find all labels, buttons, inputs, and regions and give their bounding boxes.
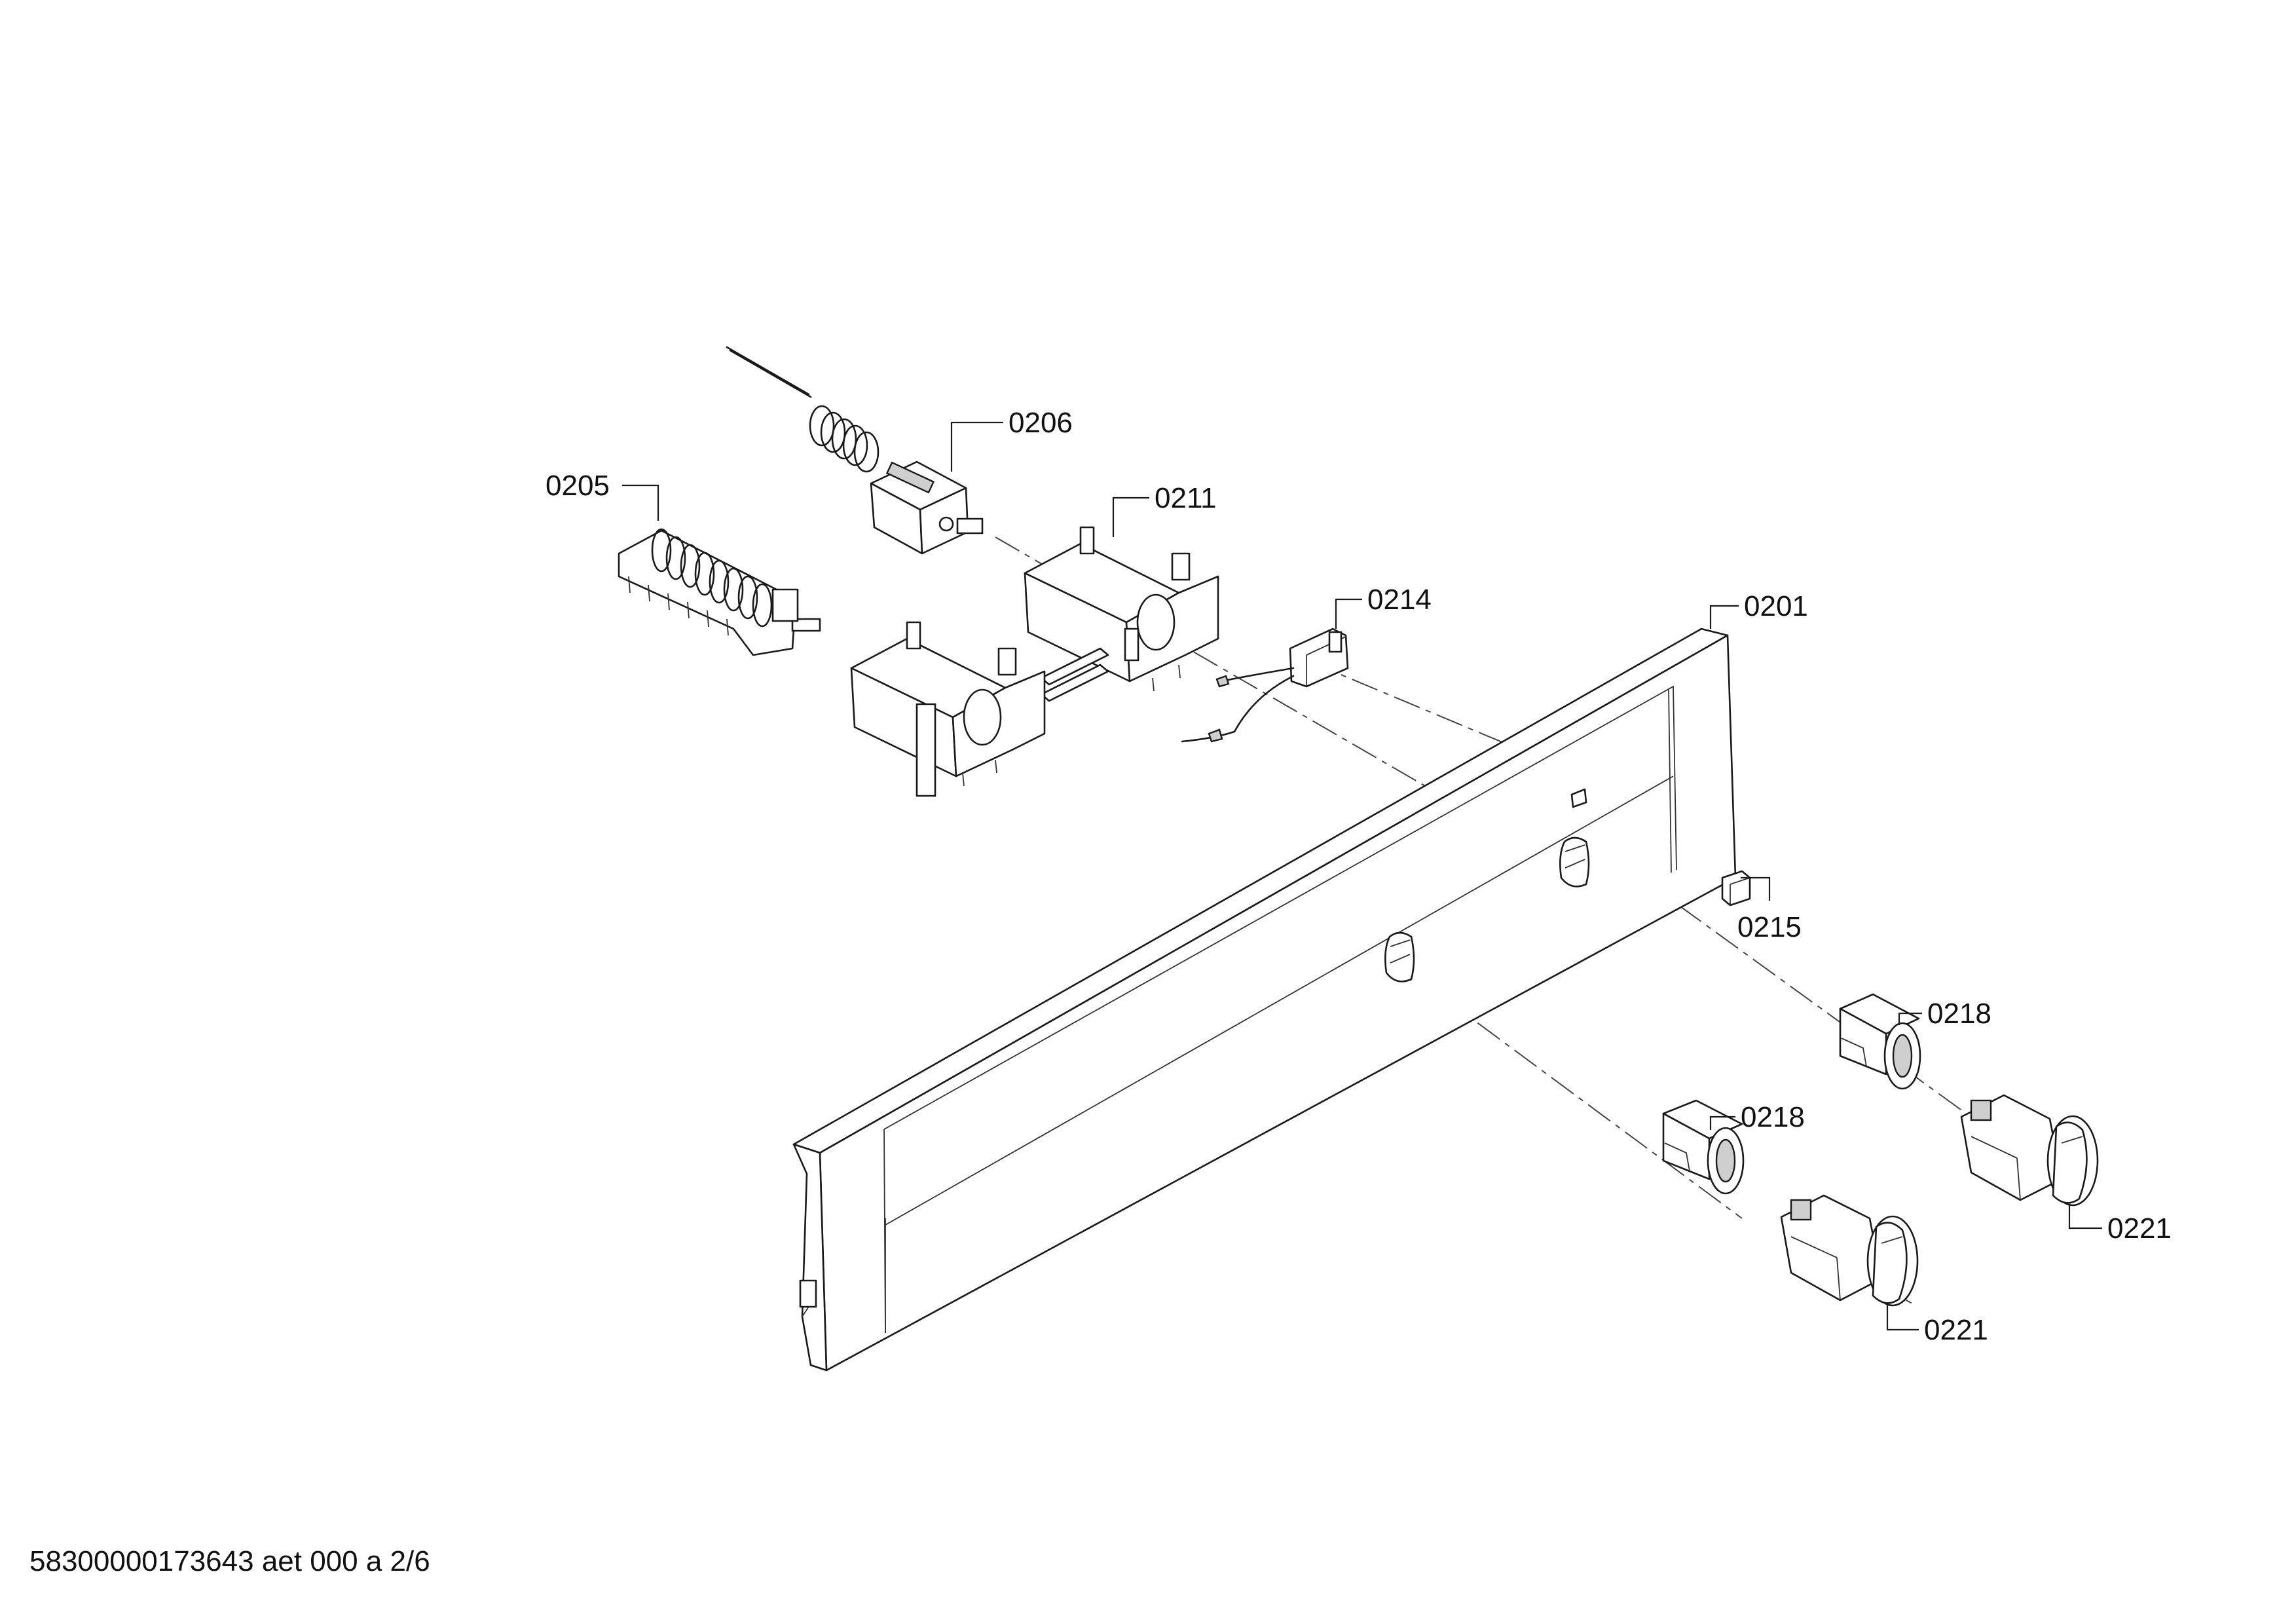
label-0215: 0215 — [1737, 911, 1802, 943]
document-id: 58300000173643 aet 000 a 2/6 — [29, 1545, 430, 1577]
control-knob-lower — [1780, 1194, 1919, 1307]
knob-ring-upper — [1839, 993, 1921, 1090]
label-0205: 0205 — [546, 470, 610, 502]
label-0211: 0211 — [1155, 482, 1217, 514]
label-0218-upper: 0218 — [1927, 998, 1991, 1030]
control-panel-fascia — [792, 628, 1737, 1372]
label-0214: 0214 — [1367, 584, 1432, 616]
part-labels: 0206 0205 0211 0214 0201 0215 0218 0218 … — [546, 407, 2172, 1346]
cap-part — [1721, 870, 1751, 907]
knob-ring-lower — [1662, 1099, 1745, 1195]
label-0201: 0201 — [1744, 590, 1808, 622]
guide-brackets — [850, 526, 1219, 797]
label-0206: 0206 — [1009, 407, 1073, 439]
selector-switch — [618, 528, 821, 656]
leader-lines — [622, 421, 2102, 1331]
label-0218-lower: 0218 — [1741, 1101, 1805, 1133]
label-0221-upper: 0221 — [2107, 1212, 2172, 1245]
control-knob-upper — [1960, 1094, 2099, 1207]
label-0221-lower: 0221 — [1924, 1314, 1988, 1346]
temperature-limiter — [1181, 628, 1349, 743]
thermostat-with-capillary — [726, 346, 984, 555]
